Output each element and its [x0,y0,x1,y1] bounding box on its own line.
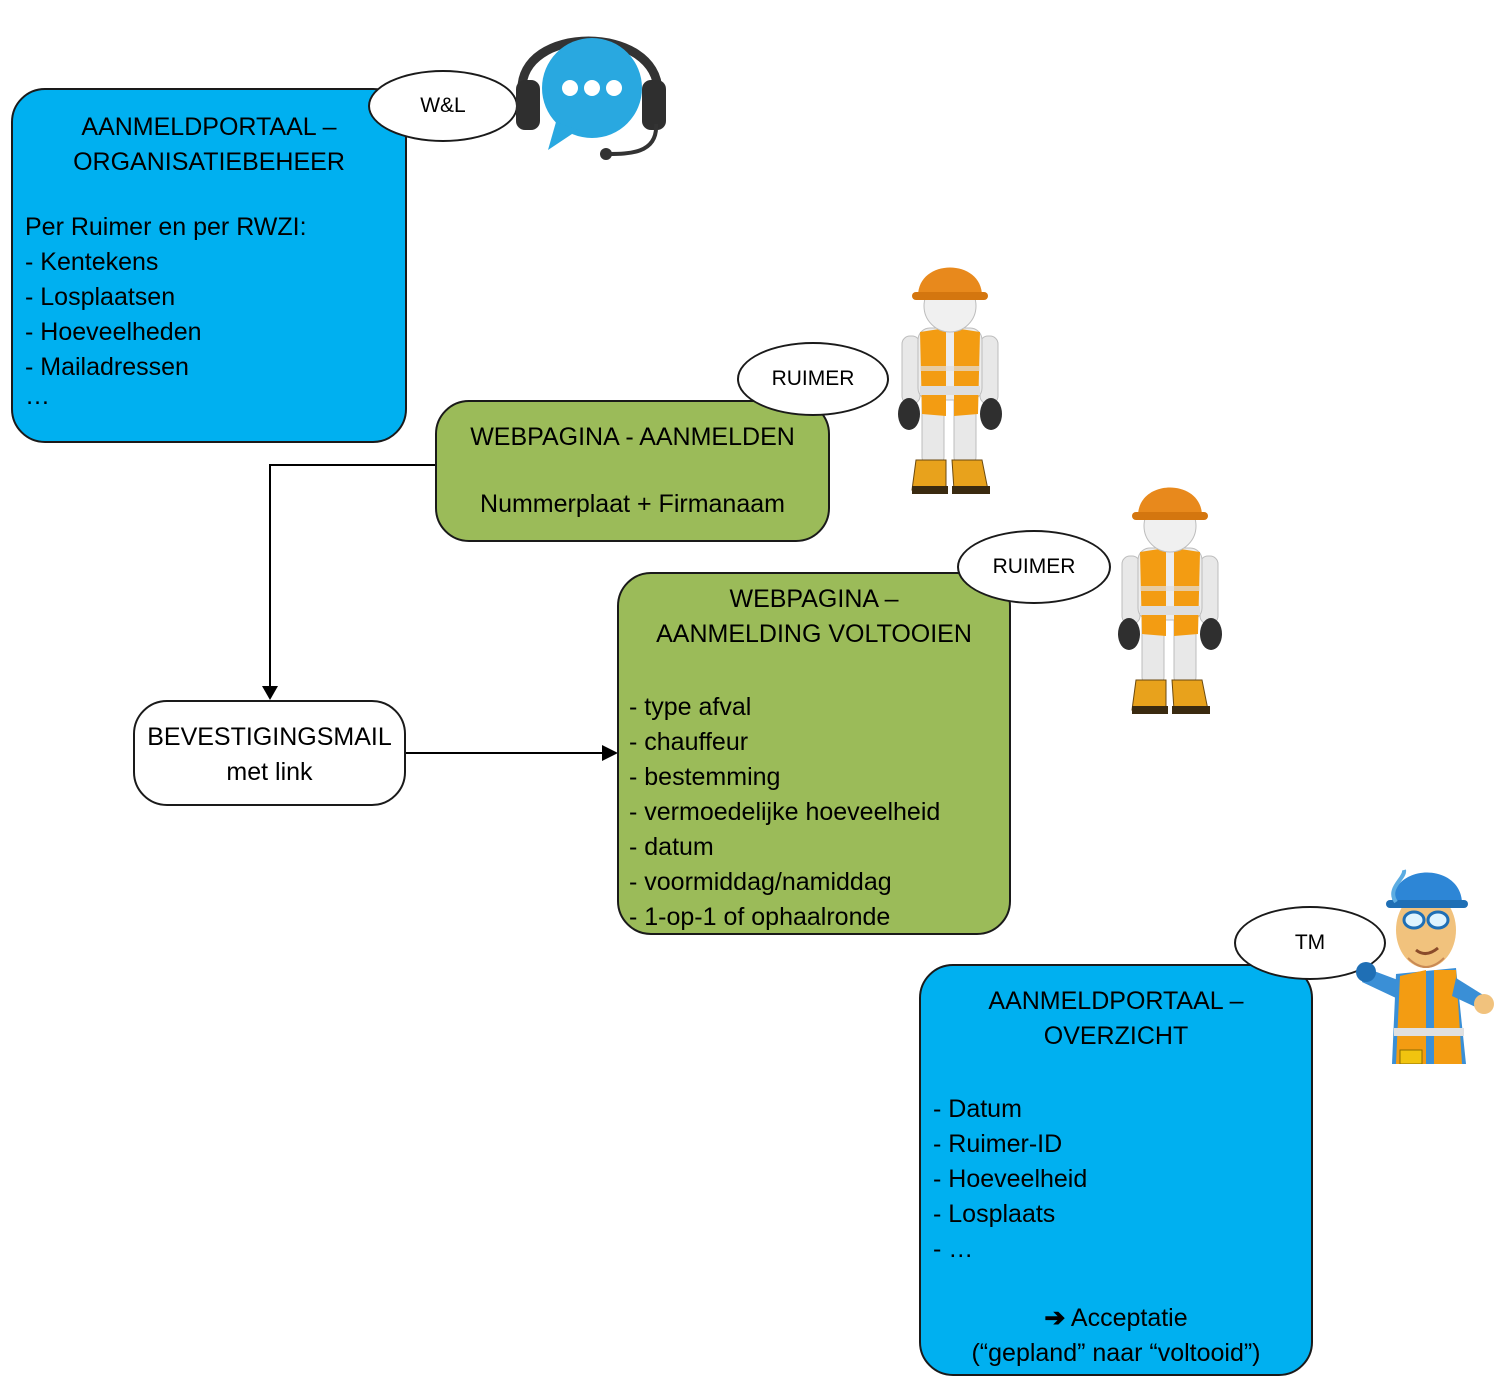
list-item: - Kentekens [25,248,159,276]
list-item: - voormiddag/namiddag [629,868,892,896]
mail-title-line: BEVESTIGINGSMAIL [147,723,392,751]
list-item: - Losplaatsen [25,283,176,311]
acceptance-label: Acceptatie [1070,1304,1188,1332]
voltooien-title: WEBPAGINA – AANMELDING VOLTOOIEN [629,582,999,652]
aanmelden-subtitle: Nummerplaat + Firmanaam [480,490,785,518]
list-item: - 1-op-1 of ophaalronde [629,903,891,931]
title-line: AANMELDING VOLTOOIEN [656,620,972,648]
overzicht-title: AANMELDPORTAAL – OVERZICHT [933,984,1299,1054]
title-line: AANMELDPORTAAL – [988,987,1244,1015]
arrow-aanmelden-to-mail [269,464,436,686]
list-item: … [25,382,50,410]
list-item: - vermoedelijke hoeveelheid [629,798,941,826]
arrow-right-icon: ➔ [1044,1304,1066,1332]
list-item: - Losplaats [933,1200,1056,1228]
construction-worker-icon [1118,487,1222,714]
arrow-head-right [602,745,618,761]
list-intro: Per Ruimer en per RWZI: [25,213,307,241]
title-line: ORGANISATIEBEHEER [73,148,345,176]
organisatiebeheer-list: Per Ruimer en per RWZI: - Kentekens - Lo… [25,210,393,410]
list-item: - bestemming [629,763,781,791]
title-line: OVERZICHT [1043,1022,1189,1050]
title-line: AANMELDPORTAAL – [81,113,337,141]
list-item: - chauffeur [629,728,749,756]
bevestigingsmail-box: BEVESTIGINGSMAIL met link [133,700,406,806]
aanmelden-title: WEBPAGINA - AANMELDEN [470,423,795,451]
webpagina-aanmelden-box: WEBPAGINA - AANMELDEN Nummerplaat + Firm… [435,400,830,542]
list-item: - … [933,1235,974,1263]
list-item: - Ruimer-ID [933,1130,1063,1158]
list-item: - Hoeveelheid [933,1165,1088,1193]
webpagina-voltooien-box: WEBPAGINA – AANMELDING VOLTOOIEN - type … [617,572,1011,935]
role-bubble-wl: W&L [368,70,518,142]
acceptance-line: ➔ Acceptatie [933,1301,1299,1336]
title-line: WEBPAGINA – [729,585,899,613]
arrow-head-down [262,686,278,700]
headset-chat-icon [516,36,666,160]
role-bubble-ruimer-2: RUIMER [957,530,1111,604]
overzicht-list: - Datum - Ruimer-ID - Hoeveelheid - Losp… [933,1092,1299,1267]
list-item: - Hoeveelheden [25,318,202,346]
list-item: - Datum [933,1095,1022,1123]
technician-icon [1356,869,1494,1064]
role-bubble-ruimer-1: RUIMER [737,342,889,416]
list-item: - type afval [629,693,752,721]
list-item: - Mailadressen [25,353,189,381]
organisatiebeheer-box: AANMELDPORTAAL – ORGANISATIEBEHEER Per R… [11,88,407,443]
acceptance-note: (“gepland” naar “voltooid”) [971,1339,1261,1367]
overzicht-box: AANMELDPORTAAL – OVERZICHT - Datum - Rui… [919,964,1313,1376]
organisatiebeheer-title: AANMELDPORTAAL – ORGANISATIEBEHEER [25,110,393,180]
construction-worker-icon [898,267,1002,494]
mail-link-line: met link [226,758,313,786]
list-item: - datum [629,833,714,861]
voltooien-list: - type afval - chauffeur - bestemming - … [629,690,999,935]
